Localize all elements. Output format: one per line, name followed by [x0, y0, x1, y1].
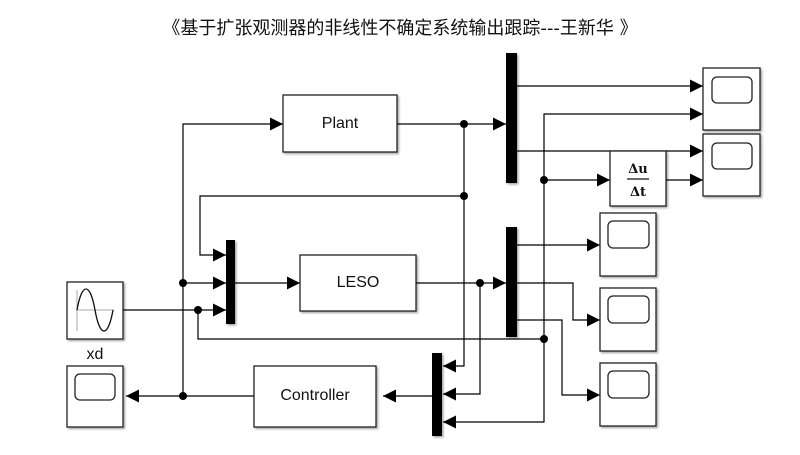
plant-block[interactable]: Plant: [282, 94, 398, 153]
derivative-block[interactable]: Δu Δt: [609, 150, 667, 207]
scope-2[interactable]: [702, 133, 761, 197]
controller-block[interactable]: Controller: [253, 365, 377, 428]
wire-xd-branch[interactable]: [197, 310, 544, 340]
wire-y-to-controller-mux[interactable]: [443, 196, 465, 373]
junction-dot: [460, 120, 468, 128]
scope-xd-label: xd: [87, 346, 104, 363]
plant-label: Plant: [322, 115, 359, 132]
junction-dot: [460, 192, 468, 200]
scope-icon: [711, 142, 753, 170]
demux-leso-output[interactable]: [506, 227, 517, 337]
wire-u-to-plant[interactable]: [182, 117, 283, 396]
scope-icon: [74, 373, 116, 401]
wire-demux-to-scope5[interactable]: [517, 319, 600, 402]
junction-dot: [179, 392, 187, 400]
junction-dot: [540, 335, 548, 343]
junction-dot: [194, 306, 202, 314]
sine-wave-block[interactable]: [66, 281, 124, 340]
derivative-numerator: Δu: [628, 162, 648, 177]
mux-leso-input[interactable]: [226, 240, 235, 324]
mux-controller-input[interactable]: [432, 353, 442, 436]
wires: [123, 79, 703, 429]
wire-y-to-mux[interactable]: [199, 195, 464, 262]
sine-wave-icon: [76, 288, 114, 332]
controller-label: Controller: [280, 387, 350, 404]
junction-dot: [476, 279, 484, 287]
scope-3[interactable]: [599, 212, 657, 277]
scope-5[interactable]: [599, 362, 657, 427]
scope-xd-block[interactable]: xd: [66, 346, 124, 428]
junction-dot: [179, 279, 187, 287]
scope-icon: [607, 295, 650, 324]
wire-z-to-controller-mux[interactable]: [443, 283, 481, 401]
wire-xd-to-scope1[interactable]: [543, 107, 703, 339]
scope-1[interactable]: [702, 67, 761, 131]
wire-demux-to-scope4[interactable]: [517, 282, 600, 327]
scope-icon: [711, 76, 753, 104]
junction-dot: [540, 176, 548, 184]
scope-icon: [607, 220, 650, 249]
demux-plant-output[interactable]: [506, 53, 517, 183]
wire-xd-to-controller-mux[interactable]: [443, 339, 545, 429]
leso-block[interactable]: LESO: [299, 254, 417, 312]
scope-4[interactable]: [599, 287, 657, 352]
derivative-denominator: Δt: [630, 185, 646, 200]
leso-label: LESO: [337, 274, 380, 291]
scope-icon: [607, 370, 650, 399]
junctions: [179, 120, 548, 400]
diagram-title: 《基于扩张观测器的非线性不确定系统输出跟踪---王新华 》: [162, 18, 638, 39]
